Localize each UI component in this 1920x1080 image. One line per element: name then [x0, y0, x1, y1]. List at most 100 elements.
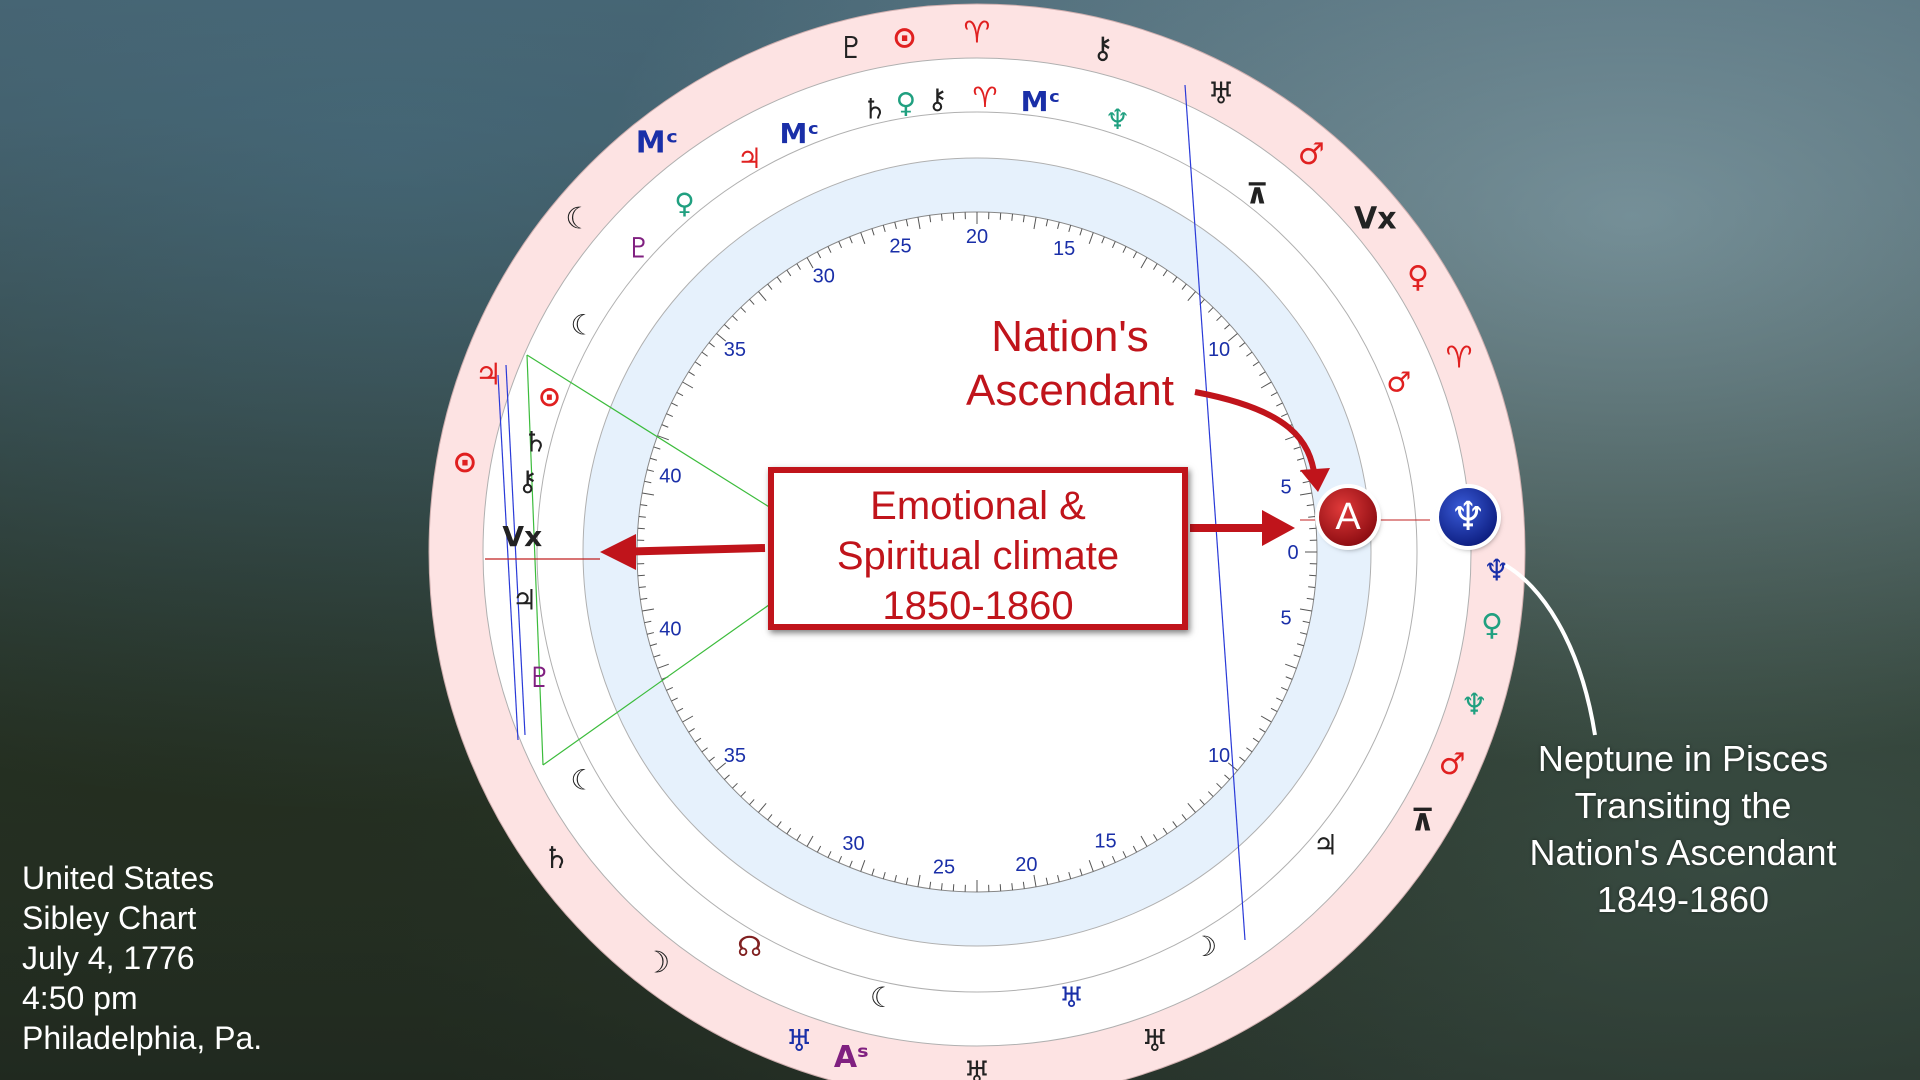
outer-planet-glyph: ♅: [1141, 1024, 1168, 1059]
chart-info-line: Philadelphia, Pa.: [22, 1020, 263, 1056]
degree-tick: [682, 715, 694, 723]
degree-tick: [723, 324, 730, 330]
degree-tick: [676, 707, 684, 713]
degree-tick: [1153, 263, 1158, 270]
degree-tick: [882, 225, 886, 233]
degree-tick: [917, 874, 921, 887]
degree-tick: [646, 632, 655, 635]
degree-tick: [882, 871, 886, 879]
degree-tick: [1181, 814, 1187, 821]
degree-tick: [657, 663, 669, 669]
middle-planet-glyph: ⊙: [538, 380, 561, 413]
degree-tick: [1187, 291, 1196, 302]
degree-tick: [1270, 391, 1278, 397]
degree-tick: [1285, 676, 1293, 680]
degree-tick: [1260, 715, 1272, 723]
aspect-line: [1184, 84, 1246, 941]
outer-planet-glyph: ♀: [1407, 260, 1429, 295]
degree-tick: [1132, 845, 1138, 853]
middle-planet-glyph: Mᶜ: [779, 117, 818, 150]
degree-tick: [694, 737, 702, 743]
degree-tick: [1259, 728, 1266, 733]
degree-tick: [1101, 860, 1105, 868]
degree-tick: [1299, 608, 1312, 612]
middle-planet-glyph: ☾: [870, 981, 895, 1014]
outer-planet-glyph: ♅: [964, 1056, 991, 1080]
degree-tick: [1132, 251, 1138, 259]
middle-planet-glyph: ⚷: [927, 83, 948, 116]
degree-tick: [767, 814, 773, 821]
climate-callout-box: Emotional & Spiritual climate 1850-1860: [768, 467, 1188, 630]
ascendant-label: Nation's Ascendant: [935, 310, 1205, 418]
degree-tick: [688, 728, 695, 733]
chart-info-line: July 4, 1776: [22, 940, 195, 976]
degree-tick: [694, 361, 702, 367]
degree-tick: [1187, 802, 1196, 813]
ascendant-arrow-head: [1300, 468, 1330, 492]
degree-tick: [682, 381, 694, 389]
middle-planet-glyph: ♂: [1386, 365, 1411, 398]
degree-tick: [1057, 221, 1060, 230]
degree-tick: [1216, 315, 1222, 322]
degree-tick: [1224, 324, 1231, 330]
degree-label: 20: [966, 226, 988, 248]
degree-tick: [1199, 799, 1205, 806]
degree-tick: [671, 402, 678, 407]
aspect-line: [505, 364, 526, 736]
degree-tick: [1011, 883, 1014, 891]
aspect-line: [542, 589, 791, 766]
outer-planet-glyph: ♈: [964, 16, 991, 51]
degree-tick: [740, 791, 747, 797]
ascendant-label-line: Ascendant: [966, 366, 1174, 415]
degree-tick: [1111, 856, 1116, 863]
degree-label: 40: [659, 618, 681, 640]
degree-label: 10: [1208, 745, 1230, 767]
degree-tick: [1293, 446, 1301, 450]
middle-planet-glyph: ☽: [1192, 930, 1217, 963]
degree-tick: [653, 654, 661, 658]
degree-label: 25: [889, 235, 911, 257]
degree-tick: [1308, 515, 1316, 518]
degree-tick: [723, 774, 730, 780]
degree-tick: [1293, 654, 1301, 658]
degree-tick: [1306, 504, 1314, 507]
degree-tick: [905, 219, 909, 227]
degree-tick: [657, 435, 669, 441]
degree-tick: [1057, 874, 1060, 883]
degree-tick: [1033, 217, 1037, 230]
degree-tick: [650, 643, 658, 647]
degree-tick: [1011, 213, 1014, 221]
degree-tick: [740, 307, 747, 313]
chart-info-line: Sibley Chart: [22, 900, 197, 936]
chart-info: United States Sibley Chart July 4, 1776 …: [22, 858, 262, 1058]
outer-planet-glyph: ♂: [1439, 747, 1466, 782]
degree-tick: [1140, 835, 1148, 847]
middle-planet-glyph: Mᶜ: [1021, 85, 1060, 118]
neptune-note-line: Transiting the: [1574, 785, 1792, 826]
degree-tick: [1162, 827, 1168, 835]
outer-planet-glyph: ⊙: [892, 21, 917, 56]
degree-tick: [666, 686, 673, 691]
degree-tick: [644, 620, 652, 624]
degree-tick: [838, 241, 843, 248]
outer-planet-glyph: ♇: [838, 31, 865, 66]
degree-tick: [1239, 342, 1246, 348]
degree-tick: [1285, 663, 1297, 669]
degree-tick: [688, 371, 695, 376]
degree-tick: [642, 492, 655, 496]
neptune-note: Neptune in Pisces Transiting the Nation'…: [1488, 735, 1878, 923]
degree-tick: [940, 213, 943, 221]
degree-tick: [894, 874, 897, 883]
degree-tick: [1260, 381, 1272, 389]
degree-tick: [1302, 480, 1310, 484]
middle-planet-glyph: ♈: [972, 81, 997, 114]
degree-tick: [1227, 333, 1238, 342]
degree-tick: [1045, 219, 1049, 227]
degree-tick: [642, 608, 655, 612]
aspect-line: [526, 354, 544, 766]
degree-tick: [796, 263, 801, 270]
degree-tick: [1252, 737, 1260, 743]
degree-tick: [666, 413, 673, 418]
degree-tick: [816, 845, 822, 853]
degree-tick: [1276, 697, 1283, 702]
